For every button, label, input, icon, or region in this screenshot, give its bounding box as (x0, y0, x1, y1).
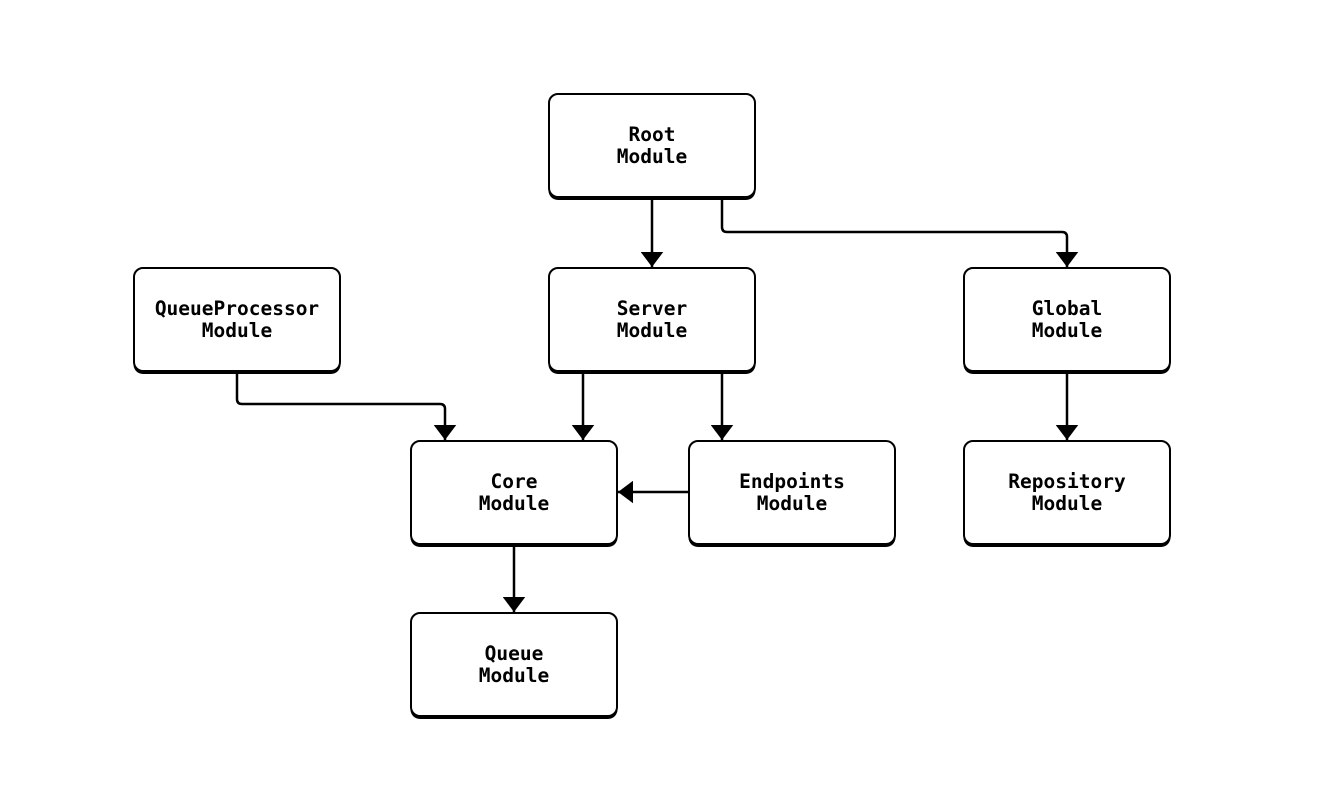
node-global-module: Global Module (963, 267, 1171, 372)
node-core-module-label: Core Module (478, 469, 550, 515)
node-endpoints-module-label: Endpoints Module (739, 469, 845, 515)
node-server-module-label: Server Module (616, 296, 688, 342)
node-label-line: Module (201, 318, 273, 342)
node-root-module: Root Module (548, 93, 756, 198)
node-label-line: Root (628, 122, 676, 146)
node-label-line: Module (756, 491, 828, 515)
node-core-module: Core Module (410, 440, 618, 545)
node-queue-module: Queue Module (410, 612, 618, 717)
edge-root-to-global (720, 198, 1079, 267)
node-label-line: Repository (1008, 469, 1126, 493)
node-label-line: QueueProcessor (154, 296, 320, 320)
node-label-line: Module (478, 663, 550, 687)
node-label-line: Module (478, 491, 550, 515)
node-queueprocessor-module: QueueProcessor Module (133, 267, 341, 372)
node-global-module-label: Global Module (1031, 296, 1103, 342)
edge-queueprocessor-to-core (235, 372, 457, 440)
node-server-module: Server Module (548, 267, 756, 372)
node-repository-module: Repository Module (963, 440, 1171, 545)
node-queueprocessor-module-label: QueueProcessor Module (154, 296, 320, 342)
node-label-line: Server (616, 296, 688, 320)
node-label-line: Endpoints (739, 469, 845, 493)
node-label-line: Queue (484, 641, 544, 665)
node-repository-module-label: Repository Module (1008, 469, 1126, 515)
node-label-line: Module (616, 318, 688, 342)
node-root-module-label: Root Module (616, 122, 688, 168)
node-endpoints-module: Endpoints Module (688, 440, 896, 545)
node-label-line: Global (1031, 296, 1103, 320)
node-queue-module-label: Queue Module (478, 641, 550, 687)
node-label-line: Module (1031, 491, 1103, 515)
node-label-line: Module (1031, 318, 1103, 342)
node-label-line: Core (490, 469, 538, 493)
node-label-line: Module (616, 144, 688, 168)
